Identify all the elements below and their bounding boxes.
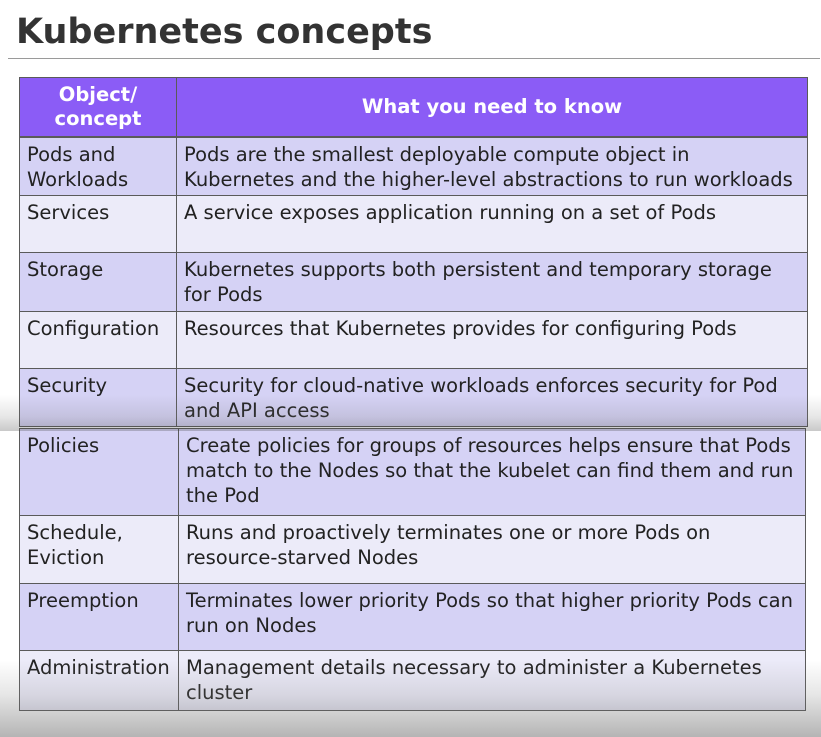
table-row: Pods and Workloads Pods are the smallest… [19,136,808,196]
table-header-row: Object/ concept What you need to know [19,77,808,138]
concept-cell: Storage [19,252,177,312]
description-cell: A service exposes application running on… [176,195,808,253]
table-row: Administration Management details necess… [19,650,806,711]
column-header-description: What you need to know [176,77,808,138]
table-row: Preemption Terminates lower priority Pod… [19,583,806,651]
title-divider [8,58,820,59]
concept-cell: Pods and Workloads [19,136,177,196]
table-row: Policies Create policies for groups of r… [19,428,806,516]
table-row: Schedule, Eviction Runs and proactively … [19,515,806,584]
table-row: Security Security for cloud-native workl… [19,368,808,427]
concept-cell: Configuration [19,311,177,369]
concept-cell: Policies [19,428,179,516]
concept-cell: Services [19,195,177,253]
description-cell: Runs and proactively terminates one or m… [178,515,806,584]
description-cell: Resources that Kubernetes provides for c… [176,311,808,369]
concept-cell: Security [19,368,177,427]
table-row: Storage Kubernetes supports both persist… [19,252,808,312]
concepts-table-top: Object/ concept What you need to know Po… [19,77,808,427]
column-header-concept: Object/ concept [19,77,177,138]
description-cell: Kubernetes supports both persistent and … [176,252,808,312]
description-cell: Security for cloud-native workloads enfo… [176,368,808,427]
description-cell: Pods are the smallest deployable compute… [176,136,808,196]
concept-cell: Schedule, Eviction [19,515,179,584]
page-title: Kubernetes concepts [16,12,433,52]
description-cell: Create policies for groups of resources … [178,428,806,516]
concept-cell: Preemption [19,583,179,651]
table-row: Services A service exposes application r… [19,195,808,253]
description-cell: Terminates lower priority Pods so that h… [178,583,806,651]
table-row: Configuration Resources that Kubernetes … [19,311,808,369]
description-cell: Management details necessary to administ… [178,650,806,711]
concept-cell: Administration [19,650,179,711]
concepts-table-bottom: Policies Create policies for groups of r… [19,428,806,711]
